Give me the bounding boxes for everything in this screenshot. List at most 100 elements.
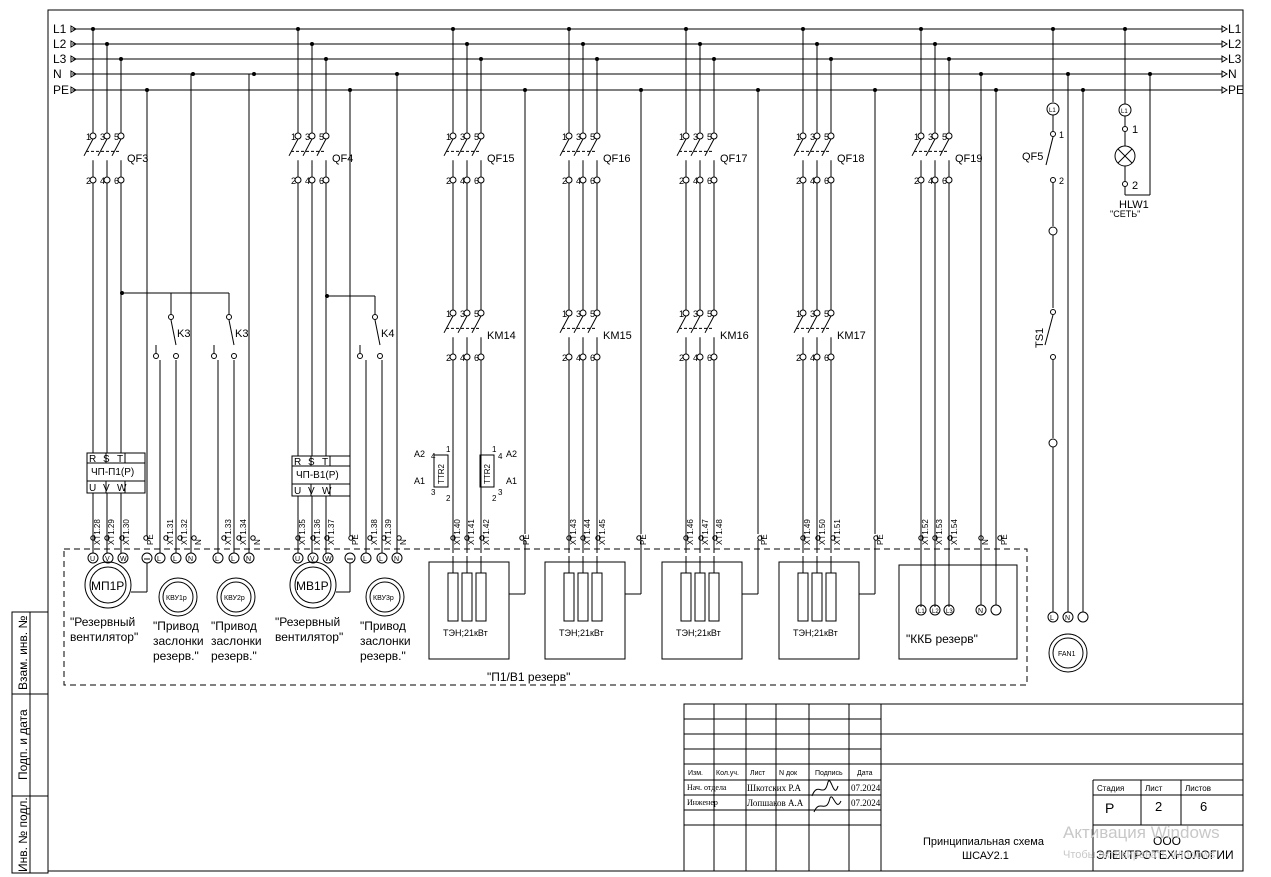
heater-label: ТЭН;21кВт: [443, 628, 488, 638]
tb-header: Лист: [750, 770, 766, 777]
terminal-circle: [932, 535, 938, 541]
lamp-label: HLW1: [1119, 199, 1149, 211]
breaker-6-label: QF19: [955, 153, 983, 165]
terminal-circle: [873, 535, 879, 541]
pin-label: 2: [446, 353, 451, 363]
terminal-label: XT1.40: [453, 519, 462, 545]
pin-label: 4: [810, 176, 815, 186]
heater-box-2: [661, 561, 743, 660]
pin-label: 4: [693, 176, 698, 186]
terminal-circle: [978, 535, 984, 541]
group-boundary: [63, 548, 1028, 686]
drawing-frame: [47, 9, 1244, 872]
actuator-name: КВУ3р: [373, 595, 394, 602]
vfd-name: ЧП-П1(Р): [91, 467, 134, 478]
pin-label: 2: [679, 176, 684, 186]
motor-terminal: [102, 552, 114, 564]
terminal-circle: [947, 535, 953, 541]
bus-arrow: [70, 55, 77, 63]
heater-element: [577, 572, 589, 622]
pin-label: 3: [928, 132, 933, 142]
pin-label: 1: [562, 132, 567, 142]
kkb-terminal: [929, 604, 941, 616]
heater-label: ТЭН;21кВт: [793, 628, 838, 638]
pin-circle: [1050, 309, 1056, 315]
terminal-label: XT1.51: [833, 519, 842, 545]
ttr-label: TTR2: [483, 463, 492, 484]
pin-label: 1: [446, 132, 451, 142]
relay-k4-label: K4: [381, 328, 394, 340]
heater-label: ТЭН;21кВт: [559, 628, 604, 638]
breaker-0-label: QF3: [127, 153, 148, 165]
tb-sheets-h: Листов: [1185, 784, 1211, 793]
pin-label: 2: [679, 353, 684, 363]
pin-label: 4: [305, 176, 310, 186]
vfd-v: V: [308, 486, 315, 497]
actuator-terminal-label: N: [246, 556, 251, 563]
actuator-caption: резерв.": [153, 649, 199, 663]
fan-motor-inner: [1052, 637, 1084, 669]
pin-label: 1: [1059, 130, 1064, 140]
stamp-label: Инв. № подл.: [16, 797, 30, 872]
terminal-label: PE: [760, 534, 769, 545]
bus-arrow: [1221, 25, 1228, 33]
pole-blade: [939, 138, 950, 157]
terminal-label: PE: [146, 534, 155, 545]
terminal-circle: [712, 535, 718, 541]
activation-watermark: Активация Windows: [1063, 823, 1220, 842]
terminal-label: XT1.48: [715, 519, 724, 545]
terminal-circle: [250, 535, 256, 541]
pin-label: 1: [291, 132, 296, 142]
breaker-1-label: QF4: [332, 153, 353, 165]
tb-stage: Р: [1105, 800, 1114, 816]
motor-terminal: [307, 552, 319, 564]
terminal-circle: [310, 535, 316, 541]
breaker-5-label: QF18: [837, 153, 865, 165]
bus-label-right: L1: [1228, 22, 1242, 36]
motor-terminal-label: V: [310, 556, 315, 563]
fan-terminal: [1048, 226, 1058, 236]
actuator-0-inner: [162, 581, 194, 613]
terminal-circle: [324, 535, 330, 541]
terminal-circle: [815, 535, 821, 541]
actuator-caption: "Привод: [360, 619, 406, 633]
pin-label: 6: [824, 176, 829, 186]
motor-caption: вентилятор": [275, 630, 343, 644]
pin-label: 5: [824, 309, 829, 319]
terminal-circle: [800, 535, 806, 541]
motor-1: [289, 561, 337, 609]
relay-pin: [173, 353, 179, 359]
heater-element: [461, 572, 473, 622]
pin-label: 3: [576, 132, 581, 142]
heater-element: [475, 572, 487, 622]
pin-label: 4: [460, 353, 465, 363]
vfd-name: ЧП-В1(Р): [296, 470, 339, 481]
pin-label: 5: [319, 132, 324, 142]
bus-label-left: L2: [53, 37, 67, 51]
pin-label: 5: [114, 132, 119, 142]
heater-element: [680, 572, 692, 622]
relay-pin: [372, 314, 378, 320]
motor-terminal-label: U: [295, 556, 300, 563]
actuator-2: [365, 577, 405, 617]
terminal-circle: [104, 535, 110, 541]
terminal-circle: [636, 535, 642, 541]
pin-label: 6: [590, 353, 595, 363]
bus-arrow: [70, 70, 77, 78]
pin-label: 6: [474, 353, 479, 363]
pole-blade: [559, 315, 570, 334]
motor-1-inner: [294, 566, 332, 604]
pin-label: 1: [796, 132, 801, 142]
lamp-pin: 2: [1132, 180, 1138, 192]
vfd-r: R: [294, 457, 301, 468]
actuator-terminal-label: L: [379, 556, 383, 563]
terminal-label: PE: [1000, 534, 1009, 545]
heater-box-1: [544, 561, 626, 660]
pin-label: 5: [474, 309, 479, 319]
pin-label: 2: [562, 176, 567, 186]
ttr-a2: A2: [414, 449, 425, 459]
ts1-contact: [1044, 314, 1054, 346]
pin-circle: [1050, 354, 1056, 360]
kkb-box: [898, 564, 1018, 660]
bus-label-left: L1: [53, 22, 67, 36]
